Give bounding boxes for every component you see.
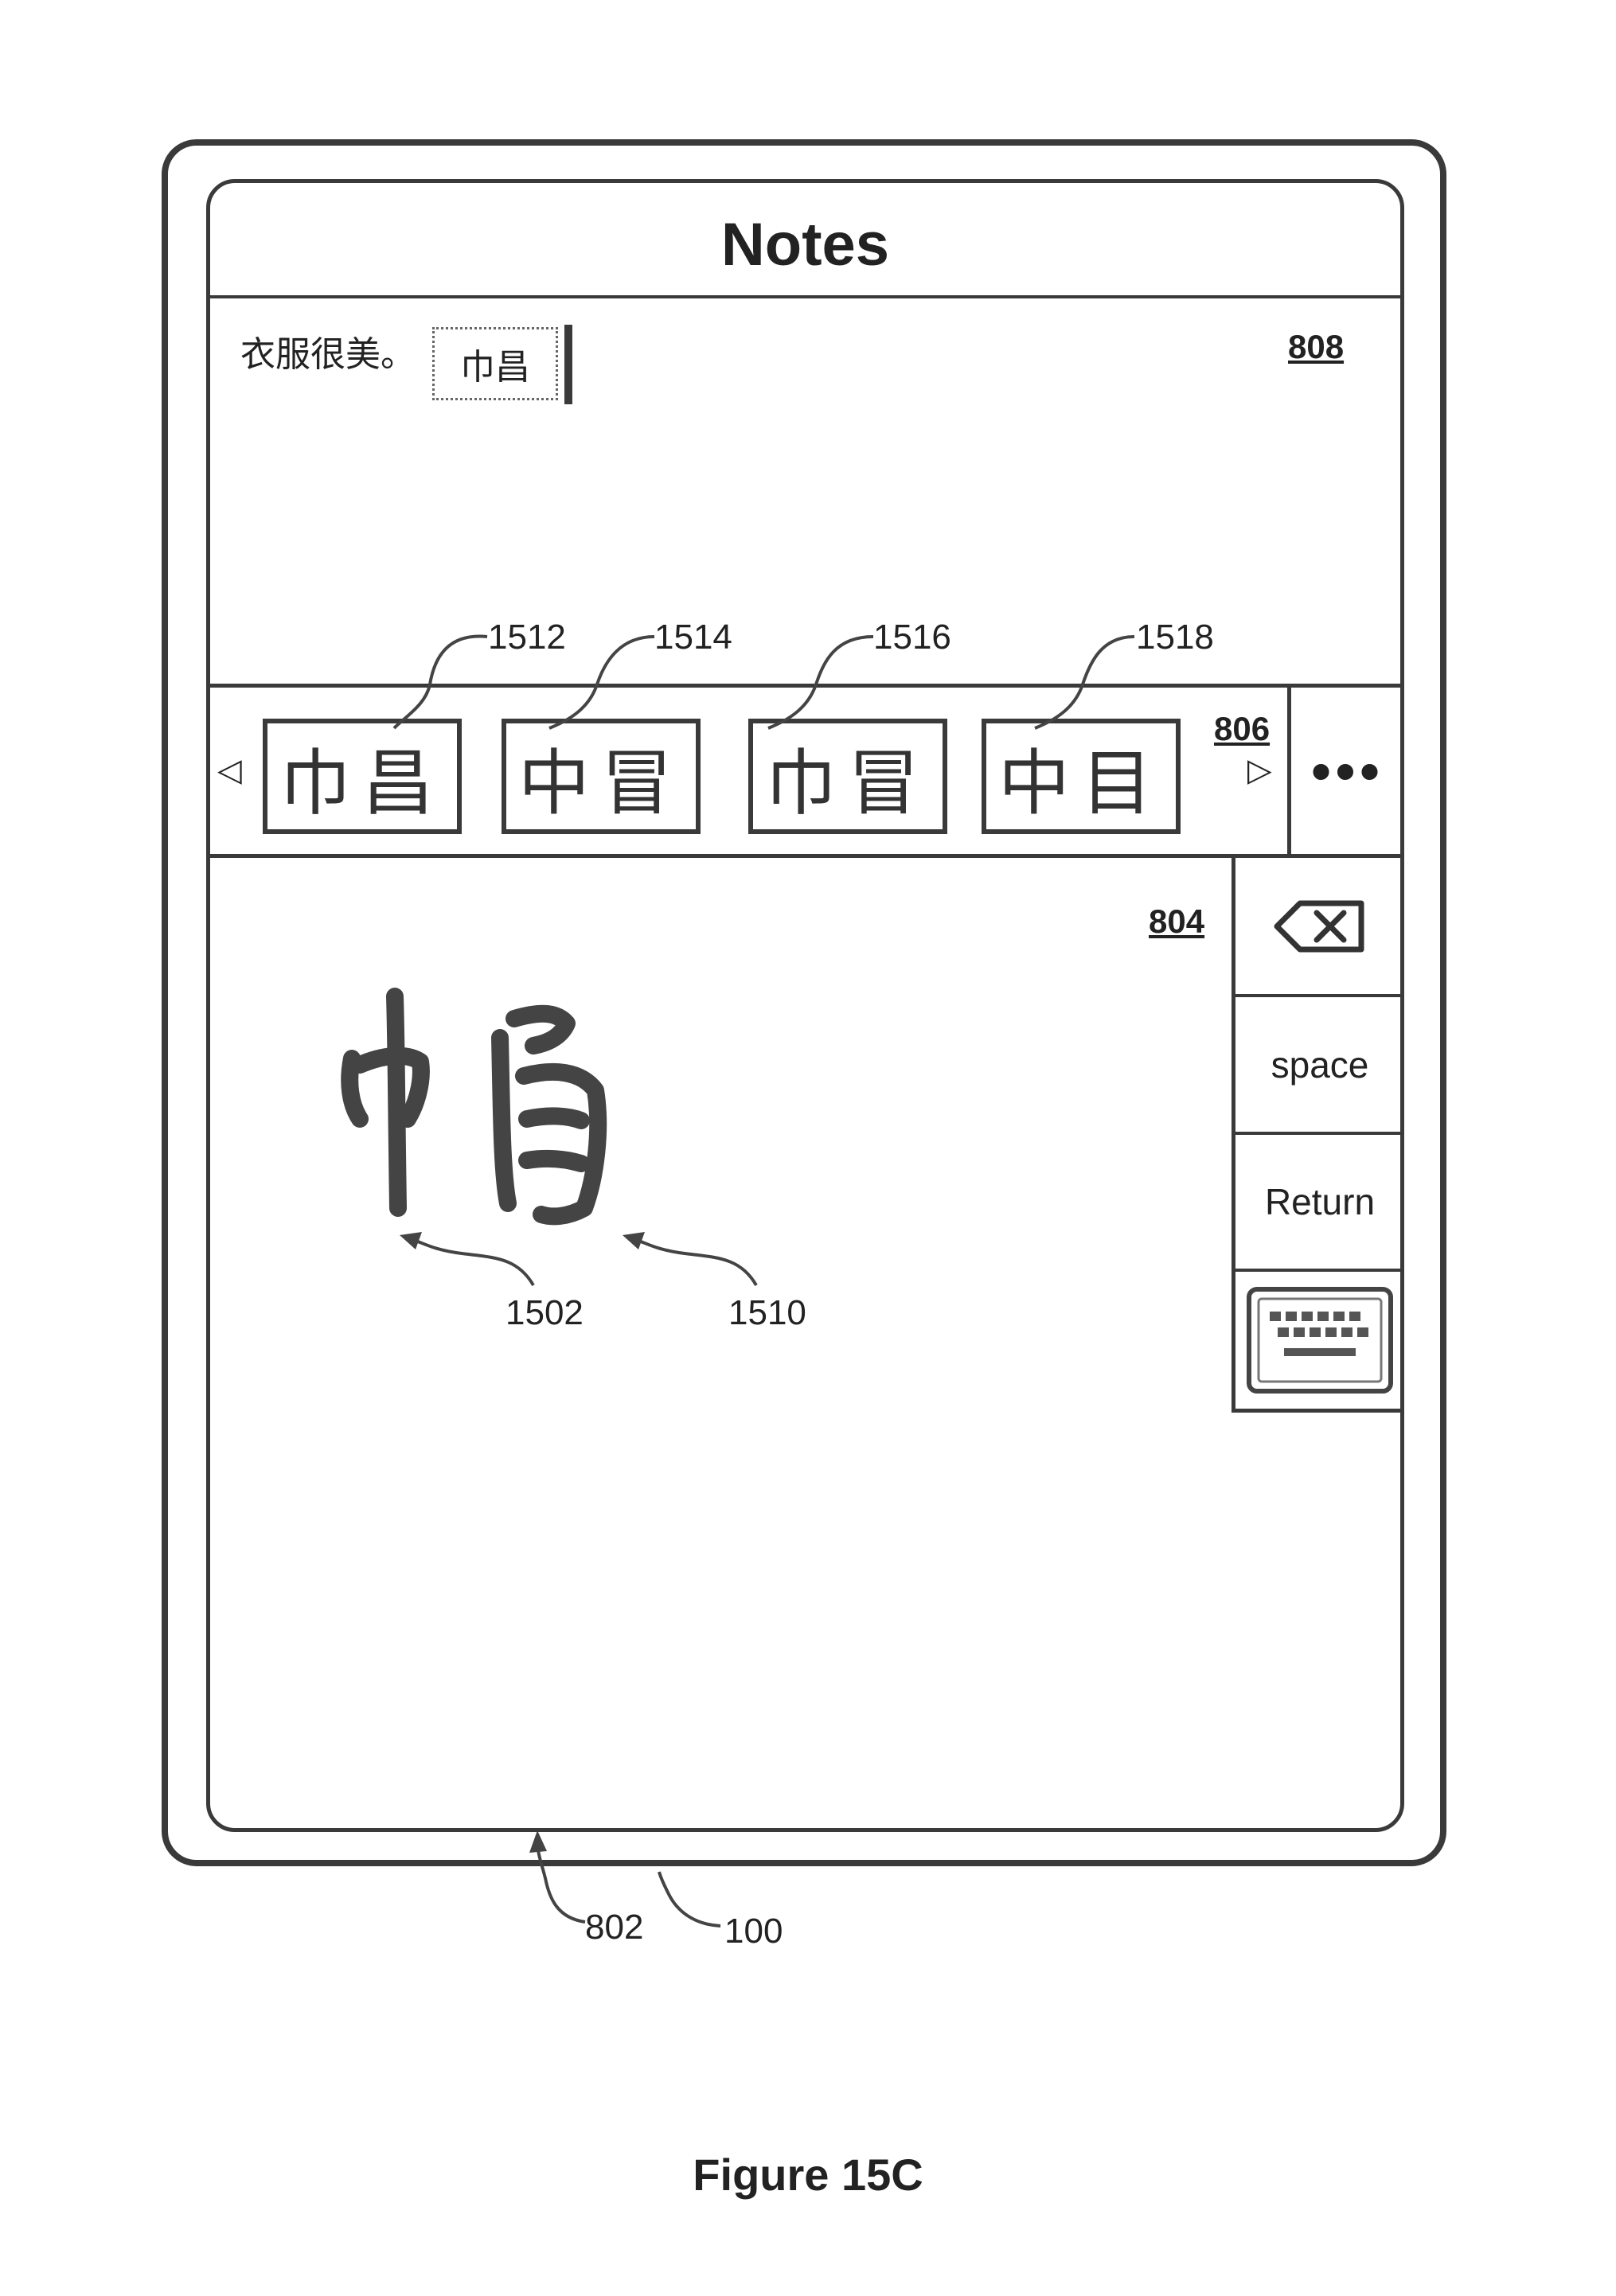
figure-caption: Figure 15C: [0, 2149, 1616, 2200]
ink-ref-1502: 1502: [505, 1296, 584, 1331]
screen-ref: 802: [585, 1910, 643, 1945]
ink-ref-1510: 1510: [728, 1296, 806, 1331]
device-ref: 100: [724, 1914, 783, 1949]
